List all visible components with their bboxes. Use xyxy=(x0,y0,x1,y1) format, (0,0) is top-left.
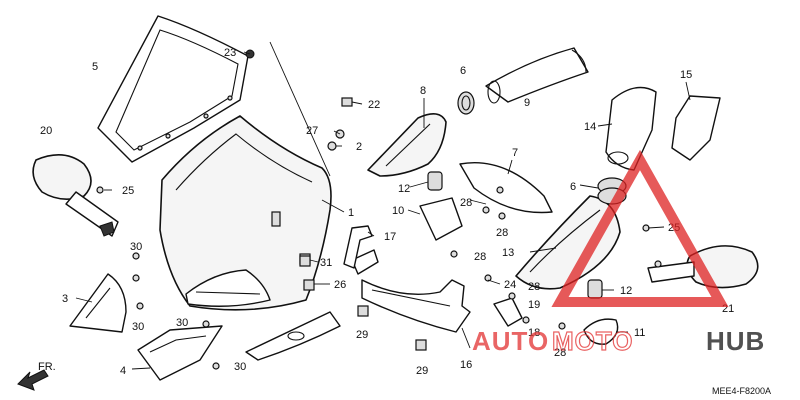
air-duct-9 xyxy=(485,47,589,104)
callout-31: 31 xyxy=(320,257,332,269)
mirror-right xyxy=(647,245,759,289)
callout-18: 18 xyxy=(528,327,540,339)
callout-3: 3 xyxy=(62,293,68,305)
watermark: AUTO MOTO HUB xyxy=(472,149,765,357)
callout-24: 24 xyxy=(504,279,516,291)
bracket-18 xyxy=(493,297,523,327)
watermark-text-moto: MOTO xyxy=(552,326,634,356)
lower-cowl-strip xyxy=(245,311,341,361)
callout-30-c: 30 xyxy=(176,317,188,329)
callout-30-a: 30 xyxy=(130,241,142,253)
band-6-upper xyxy=(457,91,475,115)
leader-lines xyxy=(75,41,691,370)
cowl-stay xyxy=(351,249,471,333)
ram-air-duct-13 xyxy=(515,195,621,290)
lower-bracket-left xyxy=(137,325,223,381)
callout-17: 17 xyxy=(384,231,396,243)
callout-30-d: 30 xyxy=(234,361,246,373)
callout-28-c: 28 xyxy=(474,251,486,263)
callout-7: 7 xyxy=(512,147,518,159)
mirror-left xyxy=(32,154,119,237)
callout-11: 11 xyxy=(634,327,645,339)
watermark-triangle-icon xyxy=(551,149,729,307)
callout-28-e: 28 xyxy=(554,347,566,359)
callout-25-left: 25 xyxy=(122,185,134,197)
callout-6-upper: 6 xyxy=(460,65,466,77)
watermark-text-auto: AUTO xyxy=(472,326,549,356)
callout-labels: 5 23 22 27 2 20 25 1 17 31 26 30 30 30 3… xyxy=(40,47,734,377)
front-label: FR. xyxy=(38,361,56,373)
windscreen xyxy=(97,15,249,163)
callout-12-upper: 12 xyxy=(398,183,410,195)
callout-20: 20 xyxy=(40,125,52,137)
callout-6-lower: 6 xyxy=(570,181,576,193)
callout-27: 27 xyxy=(306,125,318,137)
callout-22: 22 xyxy=(368,99,380,111)
bracket-10 xyxy=(419,197,463,241)
front-direction-marker: FR. xyxy=(17,361,56,391)
callout-14: 14 xyxy=(584,121,596,133)
upper-cowl xyxy=(159,115,332,311)
side-panel-left xyxy=(69,273,127,333)
callout-23: 23 xyxy=(224,47,236,59)
callout-16: 16 xyxy=(460,359,472,371)
watermark-text-hub: HUB xyxy=(706,326,765,356)
duct-cover-8 xyxy=(367,113,447,177)
callout-28-b: 28 xyxy=(496,227,508,239)
bracket-11 xyxy=(583,318,619,345)
callout-29-b: 29 xyxy=(416,365,428,377)
callout-10: 10 xyxy=(392,205,404,217)
callout-4: 4 xyxy=(120,365,126,377)
intake-duct-14 xyxy=(605,86,657,171)
callout-8: 8 xyxy=(420,85,426,97)
callout-15: 15 xyxy=(680,69,692,81)
callout-9: 9 xyxy=(524,97,530,109)
front-arrow-icon xyxy=(17,369,49,391)
callout-19: 19 xyxy=(528,299,540,311)
callout-28-d: 28 xyxy=(528,281,540,293)
callout-30-b: 30 xyxy=(132,321,144,333)
callout-5: 5 xyxy=(92,61,98,73)
callout-13: 13 xyxy=(502,247,514,259)
callout-1: 1 xyxy=(348,207,354,219)
callout-29-a: 29 xyxy=(356,329,368,341)
callout-28-a: 28 xyxy=(460,197,472,209)
bracket-17 xyxy=(343,225,373,269)
diagram-code: MEE4-F8200A xyxy=(712,386,771,396)
callout-2: 2 xyxy=(356,141,362,153)
collar-12-upper xyxy=(427,171,443,191)
callout-12-lower: 12 xyxy=(620,285,632,297)
collar-12-lower xyxy=(587,279,603,299)
cover-15 xyxy=(671,95,721,161)
bracket-7 xyxy=(459,162,553,214)
callout-26: 26 xyxy=(334,279,346,291)
